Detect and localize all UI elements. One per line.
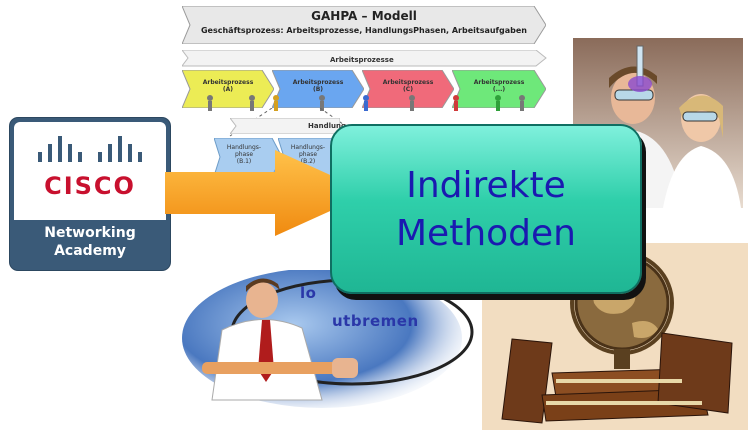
cisco-line1: Networking	[44, 225, 136, 241]
process-a-code: (A)	[222, 86, 234, 93]
process-b-code: (B)	[312, 86, 324, 93]
main-label-text: Indirekte Methoden	[332, 162, 640, 258]
cisco-logo-panel: CISCO	[14, 122, 166, 220]
phase-b2-l2: phase	[298, 151, 318, 158]
people-figures	[207, 95, 525, 111]
process-c: Arbeitsprozess(C)	[362, 70, 454, 108]
process-a-label: Arbeitsprozess	[202, 79, 254, 86]
cisco-wordmark: CISCO	[44, 172, 136, 200]
man-text-2: utbremen	[332, 312, 419, 330]
indirekte-methoden-label: Indirekte Methoden	[330, 124, 642, 294]
gahpa-title: GAHPA – Modell	[311, 9, 417, 23]
gahpa-header: GAHPA – Modell Geschäftsprozess: Arbeits…	[182, 6, 546, 44]
main-line2: Methoden	[396, 213, 576, 254]
networking-academy-label: Networking Academy	[10, 224, 170, 260]
process-c-label: Arbeitsprozess	[382, 79, 434, 86]
arrow-icon	[165, 150, 370, 236]
phase-b2-l3: (B.2)	[300, 158, 316, 165]
handlung-caption: Handlung	[308, 122, 346, 130]
phase-b1-l1: Handlungs-	[226, 144, 262, 151]
process-b-label: Arbeitsprozess	[292, 79, 344, 86]
man-text-1: lo	[300, 284, 317, 302]
phase-b2-l1: Handlungs-	[290, 144, 326, 151]
cisco-networking-academy-logo: CISCO Networking Academy	[10, 118, 170, 270]
process-more-label: Arbeitsprozess	[473, 79, 525, 86]
process-c-code: (C)	[403, 86, 413, 93]
phase-b1-l3: (B.1)	[236, 158, 252, 165]
arbeitsprozesse-caption: Arbeitsprozesse	[330, 56, 394, 64]
handlung-band	[230, 118, 340, 134]
process-band	[182, 50, 547, 67]
main-line1: Indirekte	[406, 165, 566, 206]
cisco-bars-icon	[38, 136, 142, 162]
process-more-code: (...)	[492, 86, 506, 93]
process-b: Arbeitsprozess(B)	[272, 70, 364, 108]
phase-b1: Handlungs-phase(B.1)	[214, 138, 282, 176]
gahpa-subtitle: Geschäftsprozess: Arbeitsprozesse, Handl…	[200, 26, 528, 35]
cisco-line2: Academy	[54, 243, 126, 259]
phase-b1-l2: phase	[234, 151, 254, 158]
thinking-man-image: lo utbremen	[182, 270, 482, 430]
